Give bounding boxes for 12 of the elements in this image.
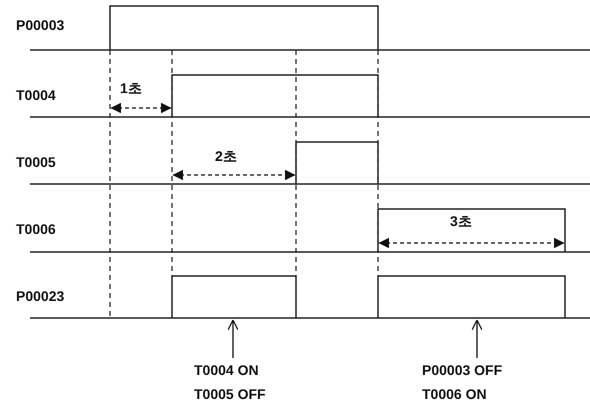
signal-name: T0005 <box>16 154 56 170</box>
callout-text: T0004 ON T0005 OFF <box>194 358 276 406</box>
duration-label: 2초 <box>215 148 237 164</box>
callout-text: P00003 OFF T0006 ON <box>422 358 518 406</box>
signal-name: P00003 <box>16 17 64 33</box>
signal-name: T0006 <box>16 221 56 237</box>
signal-name: T0004 <box>16 87 56 103</box>
signal-name: P00023 <box>16 288 64 304</box>
duration-label: 3초 <box>450 213 472 229</box>
pointer-arrow <box>471 319 483 358</box>
pointer-arrow <box>227 319 239 358</box>
duration-label: 1초 <box>120 80 142 96</box>
